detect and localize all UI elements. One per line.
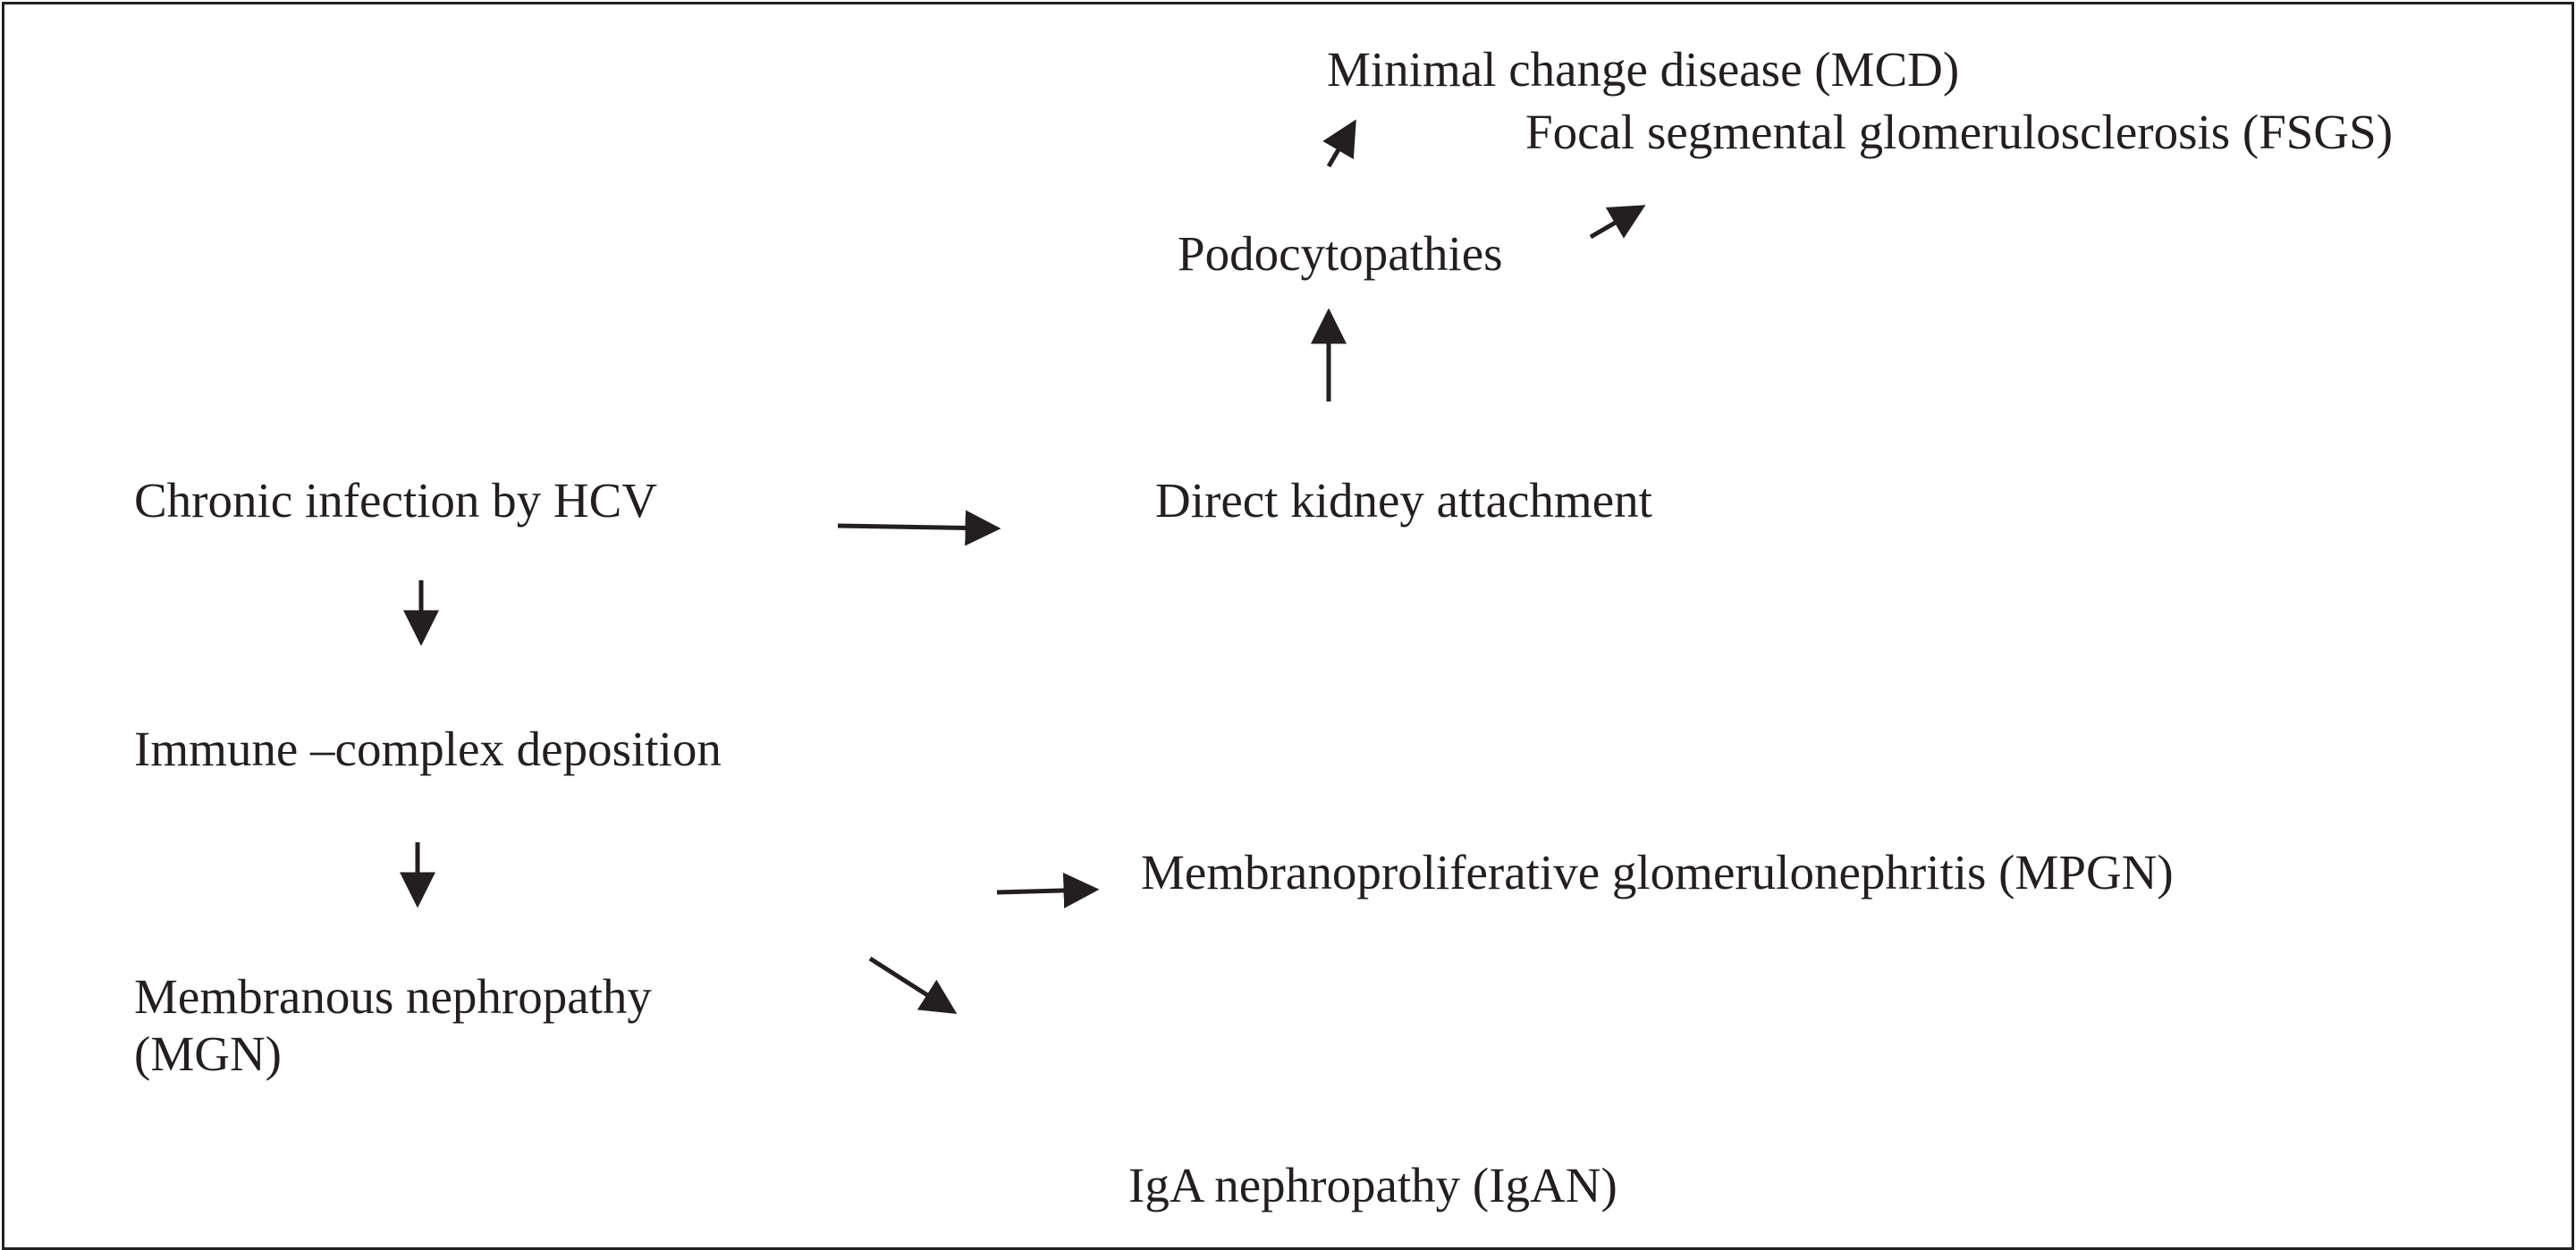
node-podocytopathies: Podocytopathies (1178, 226, 1503, 281)
node-mgn-line-1: Membranous nephropathy (134, 969, 652, 1024)
node-mpgn: Membranoproliferative glomerulonephritis… (1141, 845, 2174, 899)
node-mgn-line-2: (MGN) (134, 1026, 282, 1081)
node-iga-nephropathy: IgA nephropathy (IgAN) (1128, 1158, 1617, 1212)
node-immune-complex-deposition: Immune –complex deposition (134, 722, 722, 776)
node-minimal-change-disease: Minimal change disease (MCD) (1327, 42, 1960, 97)
node-direct-kidney-attachment: Direct kidney attachment (1155, 473, 1652, 528)
node-fsgs: Focal segmental glomerulosclerosis (FSGS… (1525, 105, 2394, 159)
node-membranous-nephropathy: Membranous nephropathy (MGN) (134, 968, 652, 1083)
node-chronic-hcv-infection: Chronic infection by HCV (134, 473, 658, 528)
